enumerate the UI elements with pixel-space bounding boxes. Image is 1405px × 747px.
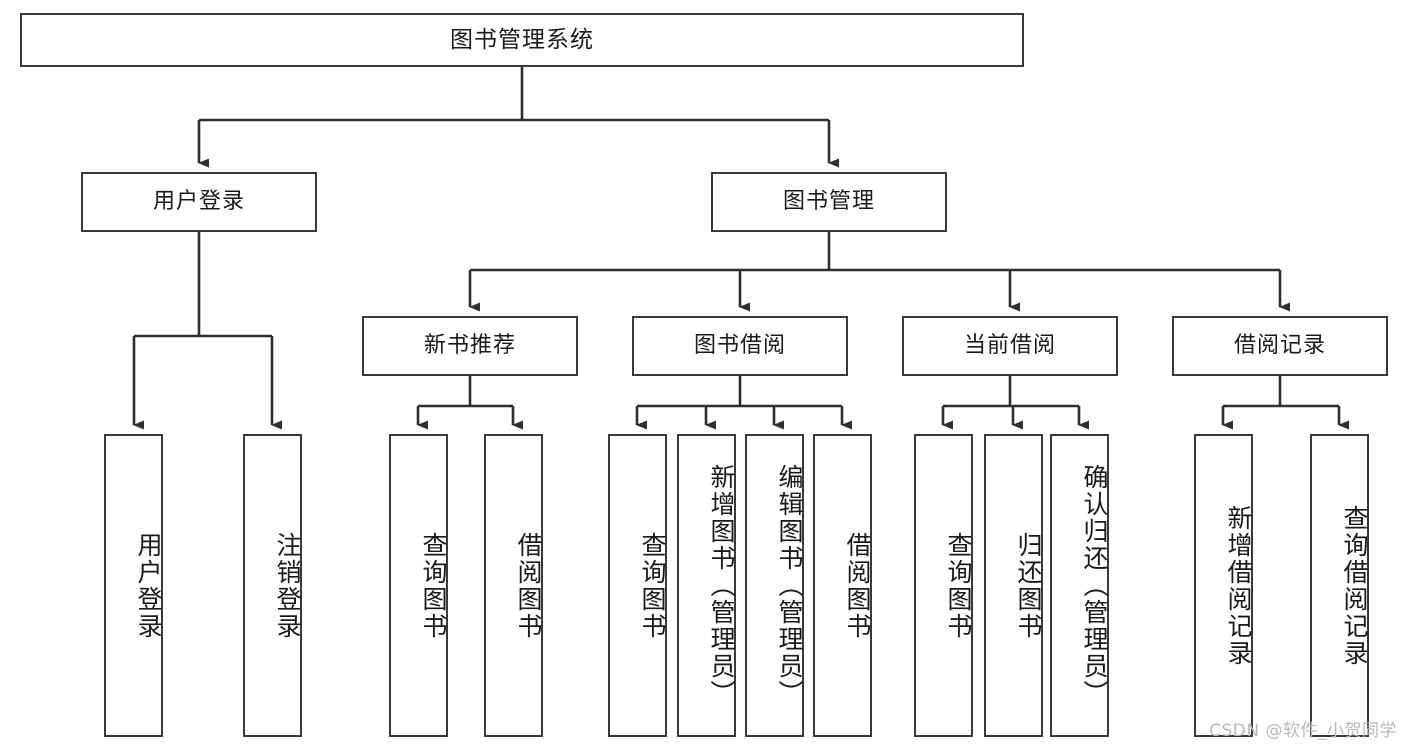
leaf-label: 查询图书 — [638, 531, 667, 640]
leaf-label: 确认归还（管理员） — [1080, 464, 1109, 707]
leaf-label: 借阅图书 — [514, 531, 543, 640]
leaf-add-book-admin[interactable]: 新增图书（管理员） — [677, 434, 736, 737]
leaf-label: 查询图书 — [419, 531, 448, 640]
leaf-query-borrow-record[interactable]: 查询借阅记录 — [1310, 434, 1369, 737]
leaf-add-borrow-record[interactable]: 新增借阅记录 — [1194, 434, 1253, 737]
leaf-query-book-borrowing[interactable]: 查询图书 — [608, 434, 667, 737]
leaf-logout[interactable]: 注销登录 — [243, 434, 302, 737]
leaf-label: 新增图书（管理员） — [707, 464, 736, 707]
leaf-label: 注销登录 — [273, 531, 302, 640]
leaf-confirm-return-admin[interactable]: 确认归还（管理员） — [1050, 434, 1109, 737]
node-borrow-record[interactable]: 借阅记录 — [1172, 316, 1388, 376]
leaf-query-book-current-borrow[interactable]: 查询图书 — [914, 434, 973, 737]
leaf-user-login[interactable]: 用户登录 — [104, 434, 163, 737]
leaf-label: 归还图书 — [1014, 531, 1043, 640]
leaf-label: 查询图书 — [944, 531, 973, 640]
leaf-return-book[interactable]: 归还图书 — [984, 434, 1043, 737]
node-current-borrowing[interactable]: 当前借阅 — [902, 316, 1118, 376]
node-book-management[interactable]: 图书管理 — [711, 172, 947, 232]
leaf-label: 借阅图书 — [843, 531, 872, 640]
leaf-borrow-book-borrowing[interactable]: 借阅图书 — [813, 434, 872, 737]
leaf-label: 查询借阅记录 — [1340, 504, 1369, 667]
leaf-label: 编辑图书（管理员） — [775, 464, 804, 707]
node-book-borrowing[interactable]: 图书借阅 — [632, 316, 848, 376]
leaf-borrow-book-new-book-rec[interactable]: 借阅图书 — [484, 434, 543, 737]
node-user-login[interactable]: 用户登录 — [81, 172, 317, 232]
node-root-book-management-system[interactable]: 图书管理系统 — [20, 13, 1024, 67]
leaf-label: 用户登录 — [134, 531, 163, 640]
node-new-book-recommendation[interactable]: 新书推荐 — [362, 316, 578, 376]
leaf-edit-book-admin[interactable]: 编辑图书（管理员） — [745, 434, 804, 737]
watermark-csdn: CSDN @软件_小贺同学 — [1209, 721, 1397, 741]
leaf-label: 新增借阅记录 — [1224, 504, 1253, 667]
leaf-query-book-new-book-rec[interactable]: 查询图书 — [389, 434, 448, 737]
